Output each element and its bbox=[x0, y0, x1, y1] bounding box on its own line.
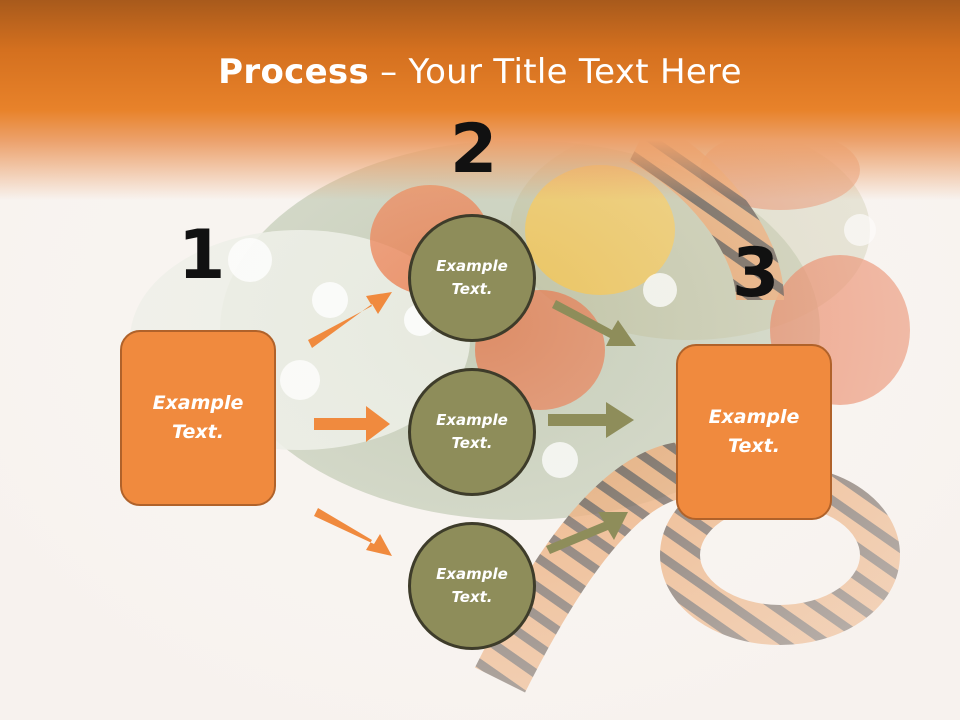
circle-top-text: Example Text. bbox=[436, 257, 508, 298]
arrow-left-to-bottom bbox=[314, 508, 392, 556]
title-dash: – bbox=[369, 52, 409, 92]
slide-title: Process – Your Title Text Here bbox=[0, 52, 960, 92]
header-band bbox=[0, 0, 960, 200]
step-number-1: 1 bbox=[178, 216, 226, 295]
arrow-left-to-top bbox=[308, 292, 392, 348]
circle-middle-text: Example Text. bbox=[436, 411, 508, 452]
circle-bottom-text: Example Text. bbox=[436, 565, 508, 606]
step-number-2: 2 bbox=[450, 110, 498, 189]
step-number-3: 3 bbox=[732, 234, 780, 313]
arrow-top-to-right bbox=[552, 300, 636, 346]
arrow-middle-to-right bbox=[548, 402, 634, 438]
circle-top: Example Text. bbox=[408, 214, 536, 342]
arrow-bottom-to-right bbox=[546, 512, 628, 554]
title-bold: Process bbox=[218, 52, 370, 92]
title-rest: Your Title Text Here bbox=[408, 52, 742, 92]
circle-middle: Example Text. bbox=[408, 368, 536, 496]
right-box-text: Example Text. bbox=[708, 406, 800, 457]
right-box: Example Text. bbox=[676, 344, 832, 520]
arrow-left-to-middle bbox=[314, 406, 390, 442]
left-box-text: Example Text. bbox=[152, 392, 244, 443]
circle-bottom: Example Text. bbox=[408, 522, 536, 650]
left-box: Example Text. bbox=[120, 330, 276, 506]
